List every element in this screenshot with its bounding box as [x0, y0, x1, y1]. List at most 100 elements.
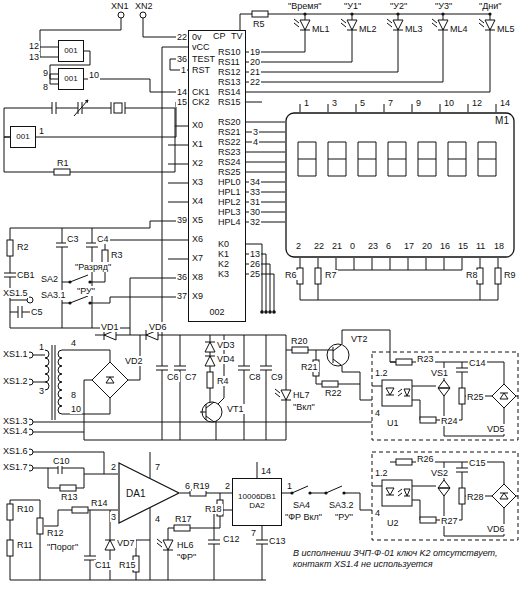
wire	[168, 183, 188, 184]
part-label: ML1	[311, 24, 331, 34]
transistor-symbol	[327, 344, 349, 366]
part-label: 25	[249, 269, 261, 279]
diode-symbol	[205, 342, 215, 352]
part-label: CK1	[191, 87, 211, 97]
tube-pin	[462, 258, 463, 270]
tube-pin	[390, 258, 391, 270]
bridge-diode	[500, 493, 508, 499]
part-label: VS2	[430, 468, 449, 478]
part-label: XN1	[110, 1, 130, 11]
resistor-symbol	[72, 507, 88, 513]
part-label: ML2	[358, 24, 378, 34]
wire	[214, 510, 232, 580]
part-label: CB1	[16, 270, 36, 280]
part-label: 17	[403, 241, 415, 251]
wire	[268, 14, 490, 15]
wire-end	[272, 310, 276, 314]
wire	[180, 335, 181, 440]
part-label: RS14	[217, 87, 242, 97]
part-label: R8	[465, 270, 479, 280]
led-symbol	[485, 20, 495, 30]
part-label: 21	[249, 67, 261, 77]
part-label: 2	[295, 241, 302, 251]
part-label: 6	[385, 241, 392, 251]
resistor-symbol	[315, 268, 321, 284]
part-label: R9	[503, 270, 517, 280]
part-label: 7	[387, 98, 394, 108]
resistor-symbol	[297, 268, 303, 284]
part-label: 4	[70, 338, 77, 348]
part-label: 14	[499, 98, 511, 108]
wire	[342, 366, 372, 400]
resistor-symbol	[54, 169, 70, 175]
resistor-symbol	[7, 504, 13, 520]
wire	[246, 162, 285, 163]
part-label: RS11	[217, 57, 241, 67]
junction-dot	[396, 12, 399, 15]
capacitor-symbol	[18, 306, 22, 318]
led-arrows	[157, 539, 162, 547]
wire	[246, 152, 285, 153]
part-label: R25	[466, 392, 485, 402]
part-label: R26	[416, 454, 435, 464]
tube-digit	[418, 142, 436, 176]
part-label: X6	[191, 234, 204, 244]
part-label: RS13	[217, 77, 242, 87]
wire	[10, 300, 27, 301]
part-label: RS25	[217, 167, 242, 177]
part-label: ML4	[449, 24, 469, 34]
tube-digit	[448, 142, 466, 176]
part-label: TEST	[191, 54, 216, 64]
part-label: TV	[230, 31, 244, 41]
terminal	[140, 12, 146, 18]
part-label: XS1.3	[2, 416, 29, 426]
part-label: 1	[38, 342, 45, 352]
bridge-symbol	[92, 362, 128, 398]
part-label: K1	[217, 249, 230, 259]
part-label: 26	[249, 259, 261, 269]
part-label: 1	[286, 481, 293, 491]
resistor-symbol	[396, 359, 412, 365]
part-label: 1	[303, 98, 310, 108]
part-label: CK2	[191, 97, 211, 107]
bridge-symbol	[492, 384, 516, 408]
tube-pin	[328, 104, 329, 112]
wire	[84, 474, 118, 475]
part-label: RS12	[217, 67, 242, 77]
capacitor-gap	[52, 101, 56, 115]
wire	[50, 84, 58, 85]
wire	[246, 36, 490, 92]
part-label: 6	[184, 481, 191, 491]
resistor-symbol	[60, 485, 76, 491]
triac-symbol	[438, 380, 450, 396]
part-label: C10	[52, 456, 71, 466]
part-label: "Порог"	[46, 542, 79, 552]
part-label: "Вкл"	[292, 402, 316, 412]
wire	[50, 74, 58, 75]
node-text: DA2	[249, 502, 265, 511]
part-label: R4	[216, 376, 230, 386]
wire	[342, 330, 396, 362]
part-label: R12	[46, 528, 65, 538]
part-label: XS1.7	[2, 462, 29, 472]
part-label: R6	[284, 270, 298, 280]
led-arrows	[387, 19, 392, 27]
part-label: K3	[217, 269, 230, 279]
part-label: RS15	[217, 97, 242, 107]
part-label: 31	[249, 197, 261, 207]
part-label: R18	[204, 504, 223, 514]
part-label: C13	[268, 536, 287, 546]
part-label: 33	[249, 187, 261, 197]
wire	[372, 462, 518, 536]
wire	[168, 164, 188, 165]
wire	[33, 422, 372, 423]
transformer-coil	[45, 350, 49, 390]
part-label: "ФР Вкл"	[284, 512, 323, 522]
part-label: R27	[440, 516, 459, 526]
capacitor-symbol	[52, 102, 56, 114]
part-label: 39	[176, 215, 188, 225]
part-label: 37	[176, 291, 188, 301]
part-label: 7	[154, 462, 161, 472]
part-label: R2	[16, 242, 30, 252]
